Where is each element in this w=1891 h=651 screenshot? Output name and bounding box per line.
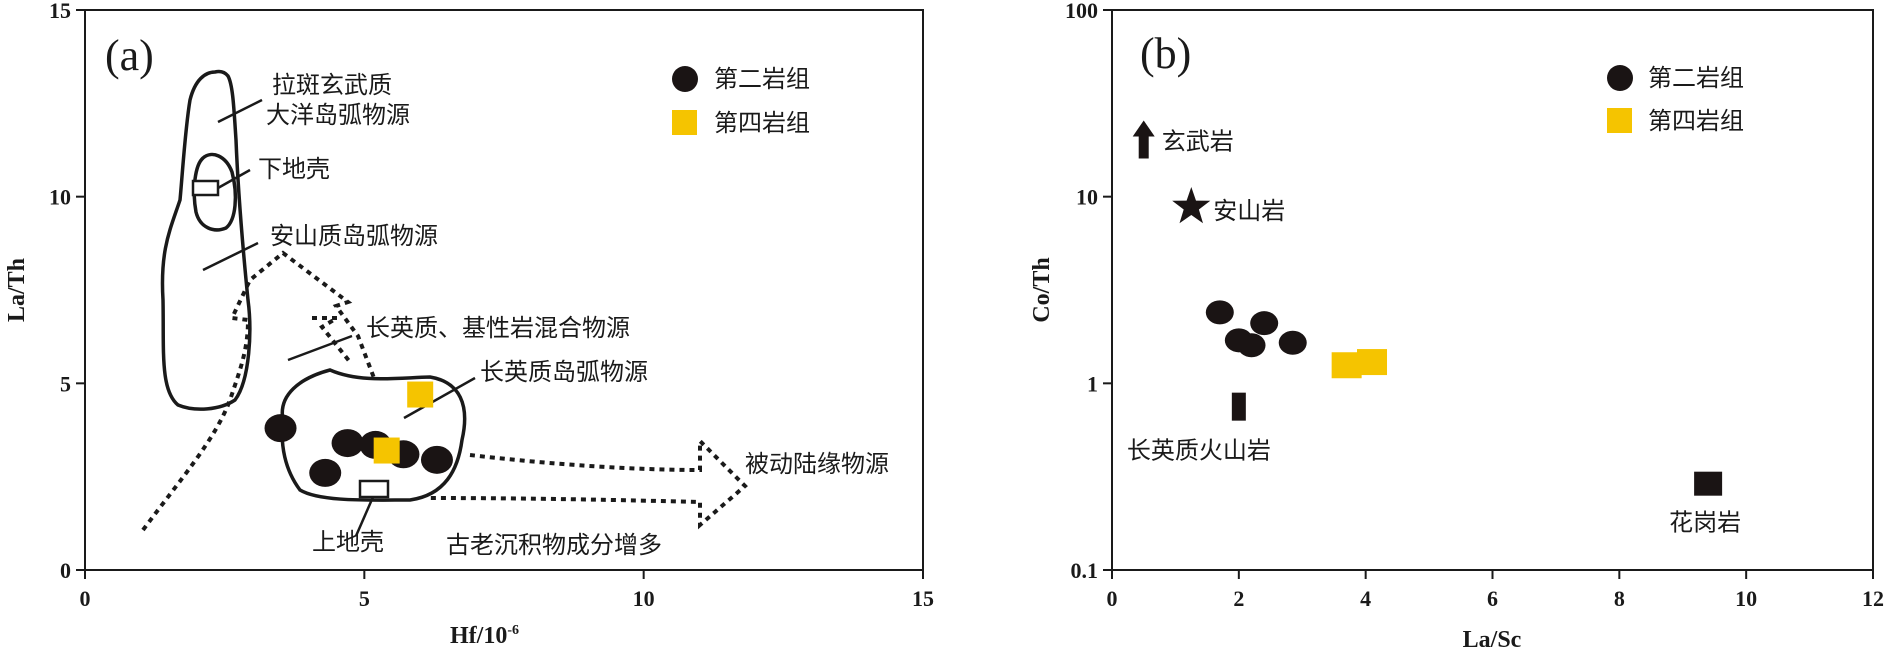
trend-dotted-mixed [312, 316, 352, 364]
anno-oceanic-arc: 大洋岛弧物源 [266, 101, 410, 129]
anno-tholeiitic: 拉斑玄武质 [272, 71, 392, 99]
x-tick-label-b: 6 [1487, 586, 1498, 611]
data-points-a [264, 381, 453, 487]
field-felsic-arc [280, 368, 467, 502]
y-tick-label-a: 0 [60, 558, 71, 583]
field-tholeiitic-oceanic-arc [160, 69, 252, 411]
data-point-group4 [1357, 349, 1388, 376]
data-point-group4 [407, 381, 434, 408]
data-points-b [1205, 300, 1388, 379]
trend-dotted-passive-margin [429, 436, 748, 530]
y-tick-label-b: 1 [1087, 371, 1098, 396]
leader-upper-crust [354, 496, 375, 537]
anno-mixed-source: 长英质、基性岩混合物源 [366, 314, 630, 342]
data-point-group4 [373, 437, 400, 464]
x-tick-label-a: 15 [912, 586, 934, 611]
reference-marker-star [1172, 187, 1211, 224]
anno-andesitic-arc: 安山质岛弧物源 [270, 222, 438, 250]
leader-andesitic-arc [202, 241, 259, 272]
legend-b-square [1607, 108, 1632, 133]
x-axis-label-a-sup: -6 [507, 623, 519, 638]
reference-label: 玄武岩 [1162, 127, 1234, 155]
x-tick-label-a: 0 [80, 586, 91, 611]
legend-a-square [672, 110, 697, 135]
anno-lower-crust: 下地壳 [258, 155, 330, 183]
data-point-group2 [1237, 333, 1266, 358]
anno-upper-crust: 上地壳 [312, 528, 384, 556]
x-axis-label-b: La/Sc [1463, 627, 1522, 651]
anno-passive-margin: 被动陆缘物源 [745, 450, 889, 478]
anno-felsic-arc: 长英质岛弧物源 [480, 358, 648, 386]
x-tick-label-a: 10 [633, 586, 655, 611]
data-point-group4 [1331, 352, 1362, 379]
x-axis-label-a: Hf/10-6 [450, 623, 519, 649]
data-point-group2 [331, 429, 364, 458]
data-point-group2 [264, 414, 297, 443]
data-point-group2 [1278, 330, 1307, 355]
y-tick-label-b: 10 [1076, 185, 1098, 210]
reference-marker-arrow [1132, 120, 1155, 159]
panel-label-b: (b) [1140, 29, 1191, 78]
x-tick-label-b: 12 [1862, 586, 1884, 611]
trend-dotted-andesitic [141, 250, 376, 532]
reference-label: 安山岩 [1213, 197, 1285, 225]
leader-felsic-arc [403, 376, 476, 420]
y-axis-label-a: La/Th [4, 258, 30, 322]
legend-b-circle [1607, 65, 1633, 91]
y-tick-label-a: 15 [49, 0, 71, 23]
panel-b: 0 2 4 6 8 10 12 0.1 1 10 100 (b) La/Sc Co/Th 玄武岩安山… [1029, 0, 1884, 651]
y-tick-label-b: 100 [1065, 0, 1098, 23]
x-tick-label-b: 0 [1107, 586, 1118, 611]
legend-a-circle [672, 66, 698, 92]
x-tick-label-b: 10 [1735, 586, 1757, 611]
panel-a: 0 5 10 15 0 5 10 15 (a) Hf/10-6 La/Th 拉斑玄武质 大洋岛… [4, 0, 934, 649]
y-tick-label-a: 10 [49, 185, 71, 210]
data-point-group2 [309, 458, 342, 487]
plot-frame-a [84, 9, 924, 571]
legend-b: 第二岩组 第四岩组 [1607, 64, 1744, 135]
panel-label-a: (a) [105, 31, 154, 80]
legend-b-group4: 第四岩组 [1648, 107, 1744, 135]
legend-b-group2: 第二岩组 [1648, 64, 1744, 92]
x-tick-label-b: 4 [1360, 586, 1371, 611]
axes-a: 0 5 10 15 0 5 10 15 [49, 0, 934, 611]
legend-a-group2: 第二岩组 [714, 65, 810, 93]
plot-frame-b [1111, 9, 1874, 571]
x-tick-label-a: 5 [359, 586, 370, 611]
marker-lower-crust [191, 179, 220, 197]
x-tick-label-b: 8 [1614, 586, 1625, 611]
y-tick-label-a: 5 [60, 371, 71, 396]
legend-a: 第二岩组 第四岩组 [672, 65, 810, 137]
data-point-group2 [420, 445, 453, 474]
anno-old-sediments: 古老沉积物成分增多 [446, 531, 662, 559]
y-axis-label-b: Co/Th [1029, 257, 1055, 322]
y-tick-label-b: 0.1 [1071, 558, 1099, 583]
reference-label: 花岗岩 [1669, 509, 1741, 537]
leader-oceanic-arc [217, 98, 263, 124]
marker-upper-crust [358, 479, 390, 499]
leader-lower-crust [217, 168, 251, 190]
reference-marker-bar [1231, 392, 1246, 421]
x-tick-label-b: 2 [1233, 586, 1244, 611]
reference-marker-square [1694, 471, 1723, 496]
data-point-group2 [1250, 311, 1279, 336]
axes-b: 0 2 4 6 8 10 12 0.1 1 10 100 [1065, 0, 1884, 611]
data-point-group2 [1205, 300, 1234, 325]
leader-mixed [287, 334, 353, 362]
legend-a-group4: 第四岩组 [714, 109, 810, 137]
reference-label: 长英质火山岩 [1127, 437, 1271, 465]
